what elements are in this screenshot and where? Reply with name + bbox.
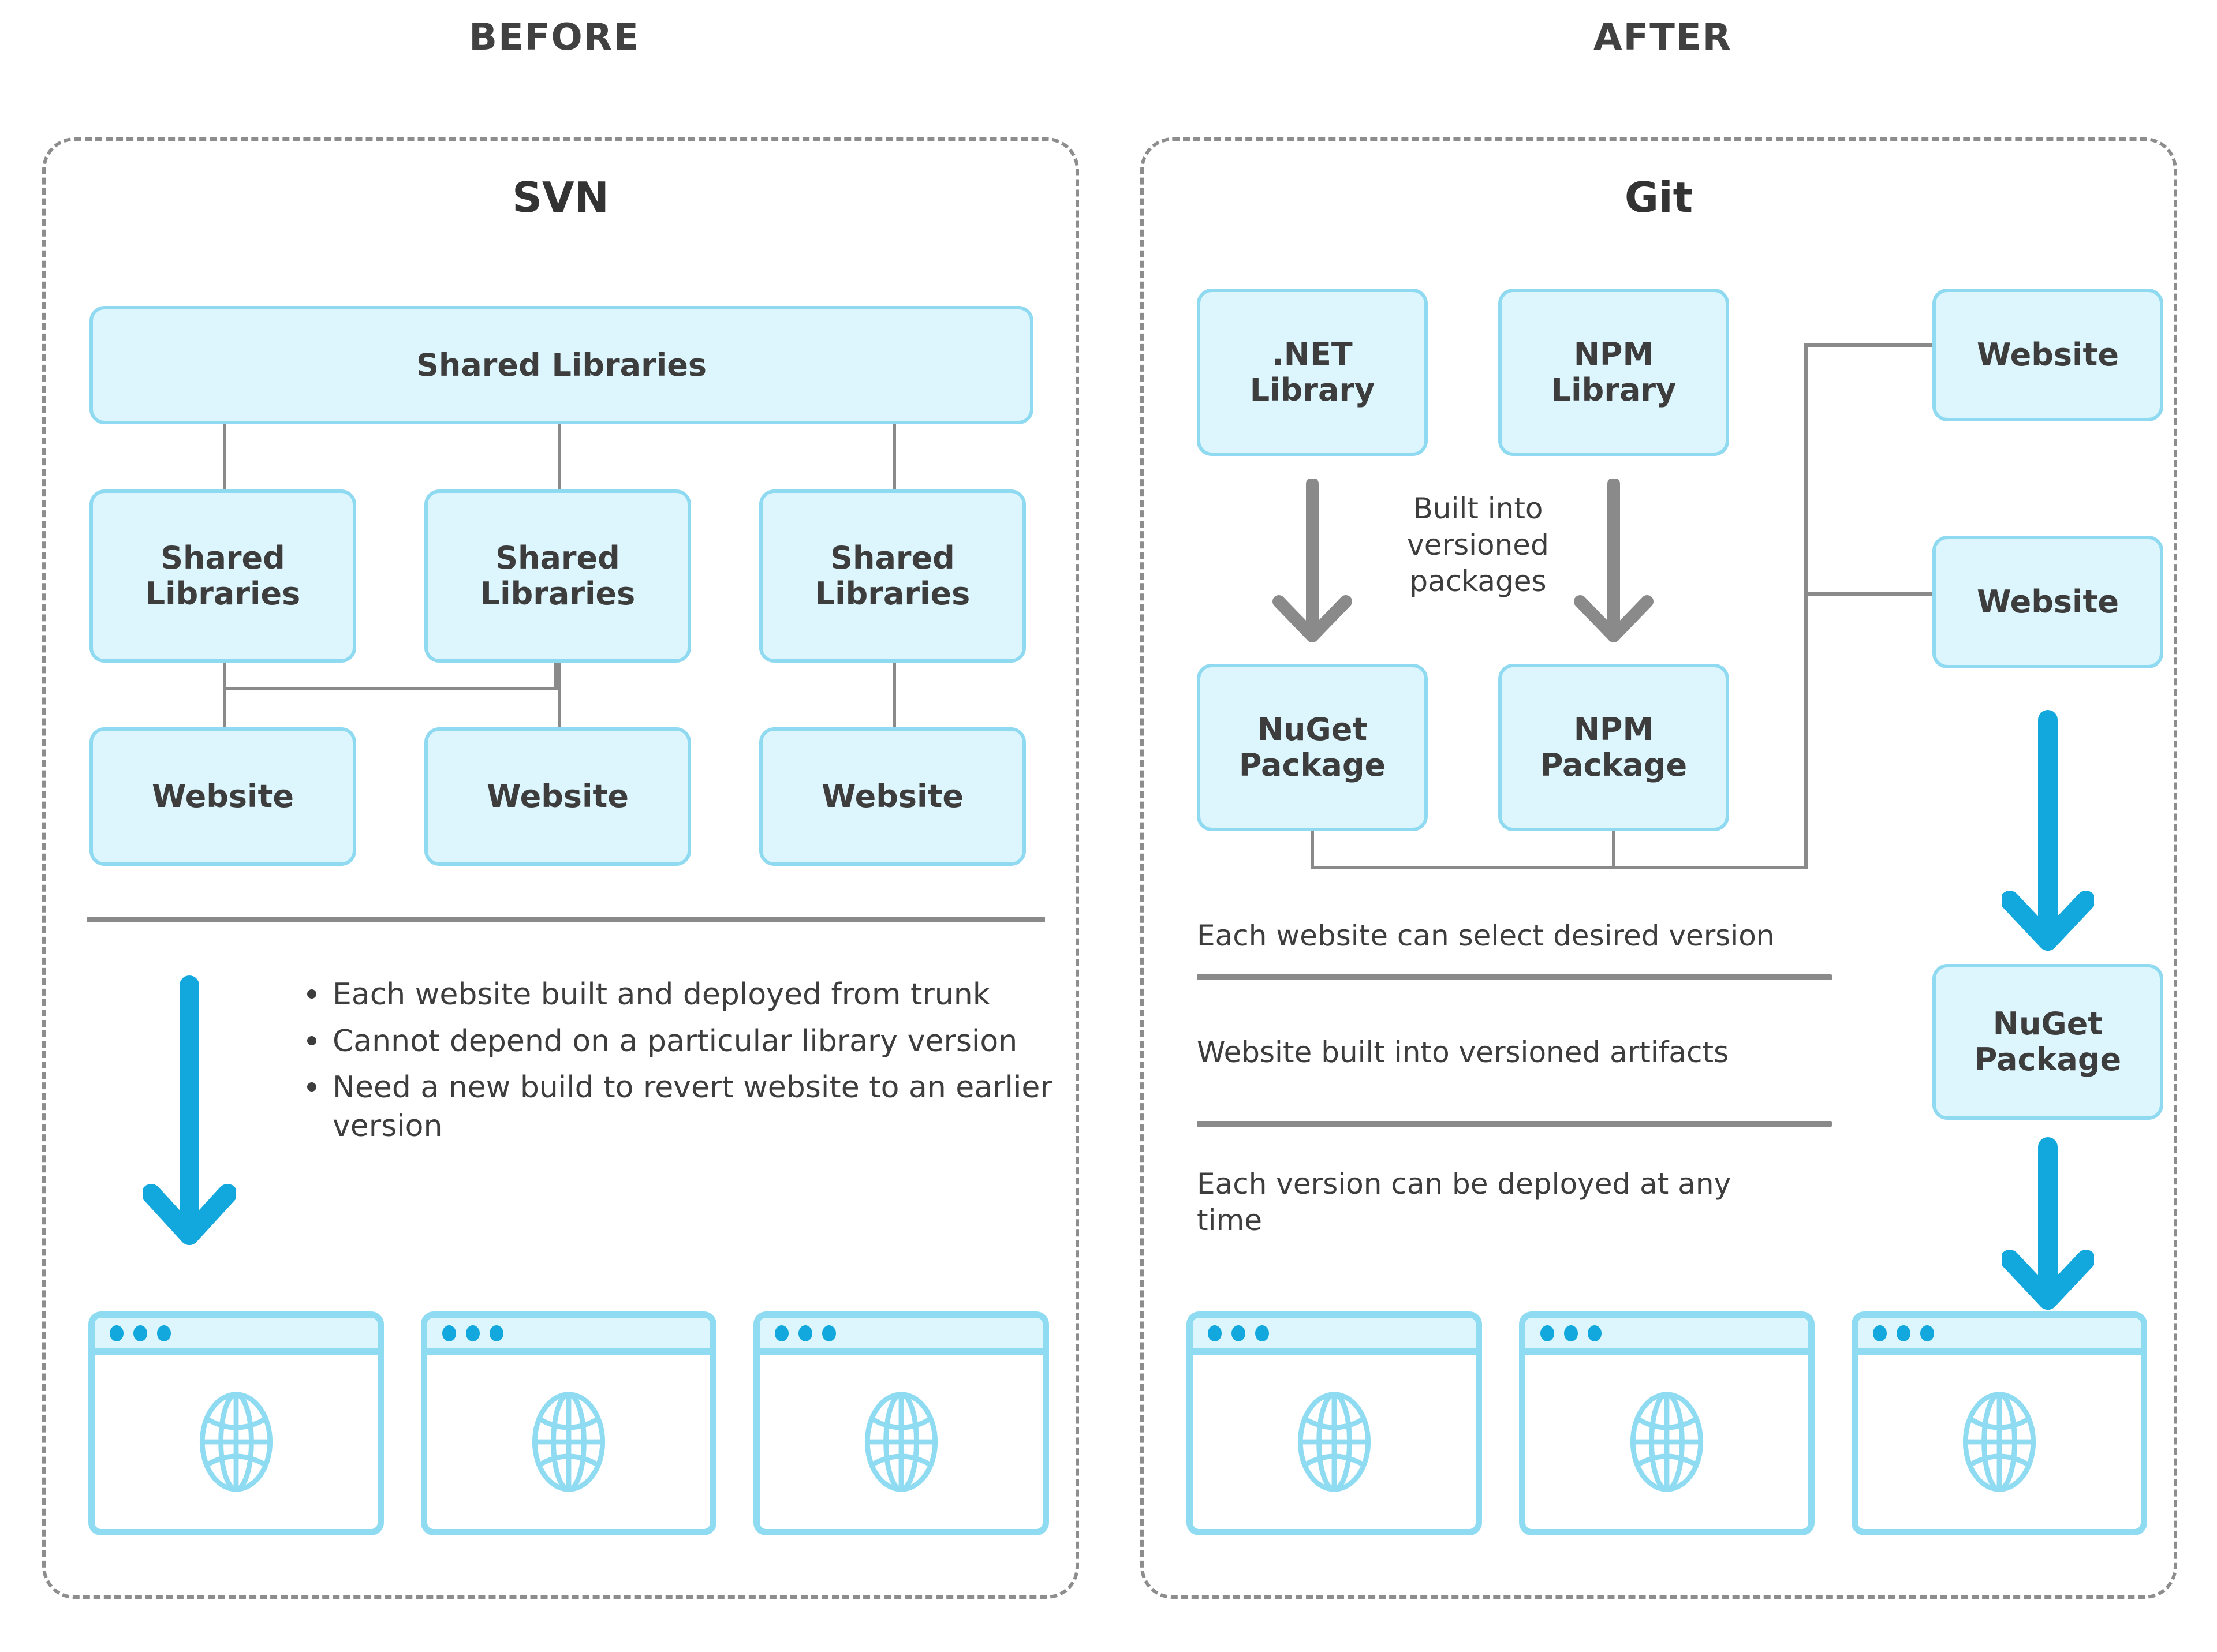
panel-before-svn — [42, 137, 1079, 1599]
globe-icon — [864, 1392, 938, 1492]
deploy-arrow-svn — [143, 975, 236, 1245]
window-dot-icon — [1920, 1325, 1934, 1341]
browser-titlebar — [760, 1318, 1043, 1355]
node-nuget-package[interactable]: NuGet Package — [1197, 664, 1428, 831]
connector-bus-riser — [1804, 343, 1808, 869]
connector-top-to-lib3 — [893, 424, 896, 489]
window-dot-icon — [775, 1325, 789, 1341]
window-dot-icon — [1540, 1325, 1554, 1341]
panel-title-git: Git — [1624, 173, 1693, 222]
list-item: Cannot depend on a particular library ve… — [307, 1022, 1077, 1061]
built-into-arrow-right — [1574, 479, 1654, 642]
note-versioned-artifacts: Website built into versioned artifacts — [1197, 1036, 1729, 1069]
globe-icon — [1962, 1392, 2036, 1492]
window-dot-icon — [1231, 1325, 1245, 1341]
globe-icon — [199, 1392, 273, 1492]
node-shared-libraries-top[interactable]: Shared Libraries — [89, 306, 1033, 424]
browser-window-svn-2[interactable] — [421, 1311, 716, 1535]
connector-package-bus — [1311, 866, 1808, 869]
browser-content — [1525, 1355, 1808, 1529]
node-website-right-top[interactable]: Website — [1932, 289, 2163, 421]
connector-lib1-down — [223, 663, 226, 690]
node-website-1[interactable]: Website — [89, 727, 356, 866]
nuget-to-browser-arrow — [2002, 1137, 2094, 1310]
window-dot-icon — [110, 1325, 124, 1341]
window-dot-icon — [1588, 1325, 1602, 1341]
window-dot-icon — [822, 1325, 836, 1341]
browser-content — [95, 1355, 378, 1529]
window-dot-icon — [1564, 1325, 1578, 1341]
connector-to-website-top — [1804, 343, 1946, 347]
connector-lib2-stub — [554, 663, 558, 690]
connector-lib2-cross — [223, 687, 558, 690]
node-website-2[interactable]: Website — [424, 727, 691, 866]
browser-window-svn-3[interactable] — [753, 1311, 1049, 1535]
note-select-version: Each website can select desired version — [1197, 919, 1775, 952]
window-dot-icon — [157, 1325, 171, 1341]
window-dot-icon — [490, 1325, 503, 1341]
globe-icon — [1297, 1392, 1371, 1492]
panel-after-git — [1140, 137, 2177, 1599]
connector-npm-down — [1612, 831, 1615, 869]
node-dotnet-library[interactable]: .NET Library — [1197, 289, 1428, 456]
browser-titlebar — [1858, 1318, 2141, 1355]
window-dot-icon — [442, 1325, 456, 1341]
browser-content — [760, 1355, 1043, 1529]
node-shared-libraries-1[interactable]: Shared Libraries — [89, 489, 356, 663]
browser-window-git-3[interactable] — [1852, 1311, 2147, 1535]
browser-titlebar — [95, 1318, 378, 1355]
connector-top-to-lib2 — [558, 424, 561, 489]
browser-window-git-2[interactable] — [1519, 1311, 1815, 1535]
node-website-right-mid[interactable]: Website — [1932, 536, 2163, 668]
connector-nuget-down — [1311, 831, 1314, 869]
list-item: Each website built and deployed from tru… — [307, 975, 1077, 1014]
browser-content — [1858, 1355, 2141, 1529]
node-npm-package[interactable]: NPM Package — [1498, 664, 1729, 831]
browser-titlebar — [427, 1318, 710, 1355]
window-dot-icon — [798, 1325, 812, 1341]
connector-top-to-lib1 — [223, 424, 226, 489]
node-npm-library[interactable]: NPM Library — [1498, 289, 1729, 456]
node-shared-libraries-2[interactable]: Shared Libraries — [424, 489, 691, 663]
window-dot-icon — [466, 1325, 480, 1341]
browser-window-svn-1[interactable] — [88, 1311, 384, 1535]
website-to-nuget-arrow — [2002, 710, 2094, 951]
browser-window-git-1[interactable] — [1186, 1311, 1482, 1535]
globe-icon — [532, 1392, 606, 1492]
window-dot-icon — [1255, 1325, 1269, 1341]
globe-icon — [1630, 1392, 1704, 1492]
browser-titlebar — [1525, 1318, 1808, 1355]
connector-lib3-to-site3 — [893, 663, 896, 727]
built-into-label: Built into versioned packages — [1407, 492, 1549, 598]
svn-bullet-list: Each website built and deployed from tru… — [300, 975, 1077, 1153]
panel-title-svn: SVN — [512, 173, 609, 222]
built-into-arrow-left — [1272, 479, 1352, 642]
node-nuget-package-right[interactable]: NuGet Package — [1932, 964, 2163, 1120]
connector-lib1-to-site1 — [223, 687, 226, 727]
browser-content — [427, 1355, 710, 1529]
node-website-3[interactable]: Website — [759, 727, 1026, 866]
node-shared-libraries-3[interactable]: Shared Libraries — [759, 489, 1026, 663]
window-dot-icon — [1897, 1325, 1910, 1341]
browser-titlebar — [1193, 1318, 1476, 1355]
window-dot-icon — [133, 1325, 147, 1341]
browser-content — [1193, 1355, 1476, 1529]
column-title-after: AFTER — [1593, 16, 1732, 59]
connector-to-website-mid — [1804, 592, 1946, 596]
note-deploy-any-time: Each version can be deployed at any time — [1197, 1167, 1731, 1237]
separator-svn — [87, 917, 1045, 922]
connector-lib2-to-site2 — [558, 663, 561, 727]
list-item: Need a new build to revert website to an… — [307, 1068, 1077, 1145]
separator-git-2 — [1197, 1121, 1832, 1127]
separator-git-1 — [1197, 974, 1832, 980]
window-dot-icon — [1873, 1325, 1887, 1341]
column-title-before: BEFORE — [469, 16, 640, 59]
window-dot-icon — [1208, 1325, 1222, 1341]
